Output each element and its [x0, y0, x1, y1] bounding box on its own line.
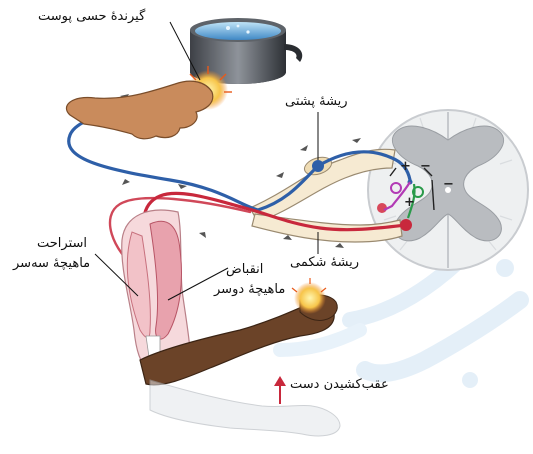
- hand-withdrawal-label: عقب‌کشیدن دست: [290, 377, 389, 393]
- biceps-contract-label-2: ماهیچهٔ دوسر: [214, 282, 285, 298]
- biceps-contract-label-1: انقباض: [226, 262, 263, 278]
- minus-symbol: −: [443, 177, 454, 192]
- triceps-relax-label-1: استراحت: [37, 236, 87, 252]
- plus-symbol: +: [400, 159, 411, 174]
- skin-receptor-label: گیرندهٔ حسی پوست: [38, 9, 145, 25]
- dorsal-root-label: ریشهٔ پشتی: [285, 94, 348, 110]
- triceps-relax-label-2: ماهیچهٔ سه‌سر: [13, 256, 90, 272]
- ventral-root-label: ریشهٔ شکمی: [290, 255, 359, 271]
- plus-symbol: +: [404, 195, 415, 210]
- minus-symbol: −: [420, 159, 431, 174]
- dorsal-root-ganglion-cell: [312, 160, 324, 172]
- arrow-up-icon: [274, 376, 286, 404]
- hand-icon: [66, 81, 212, 139]
